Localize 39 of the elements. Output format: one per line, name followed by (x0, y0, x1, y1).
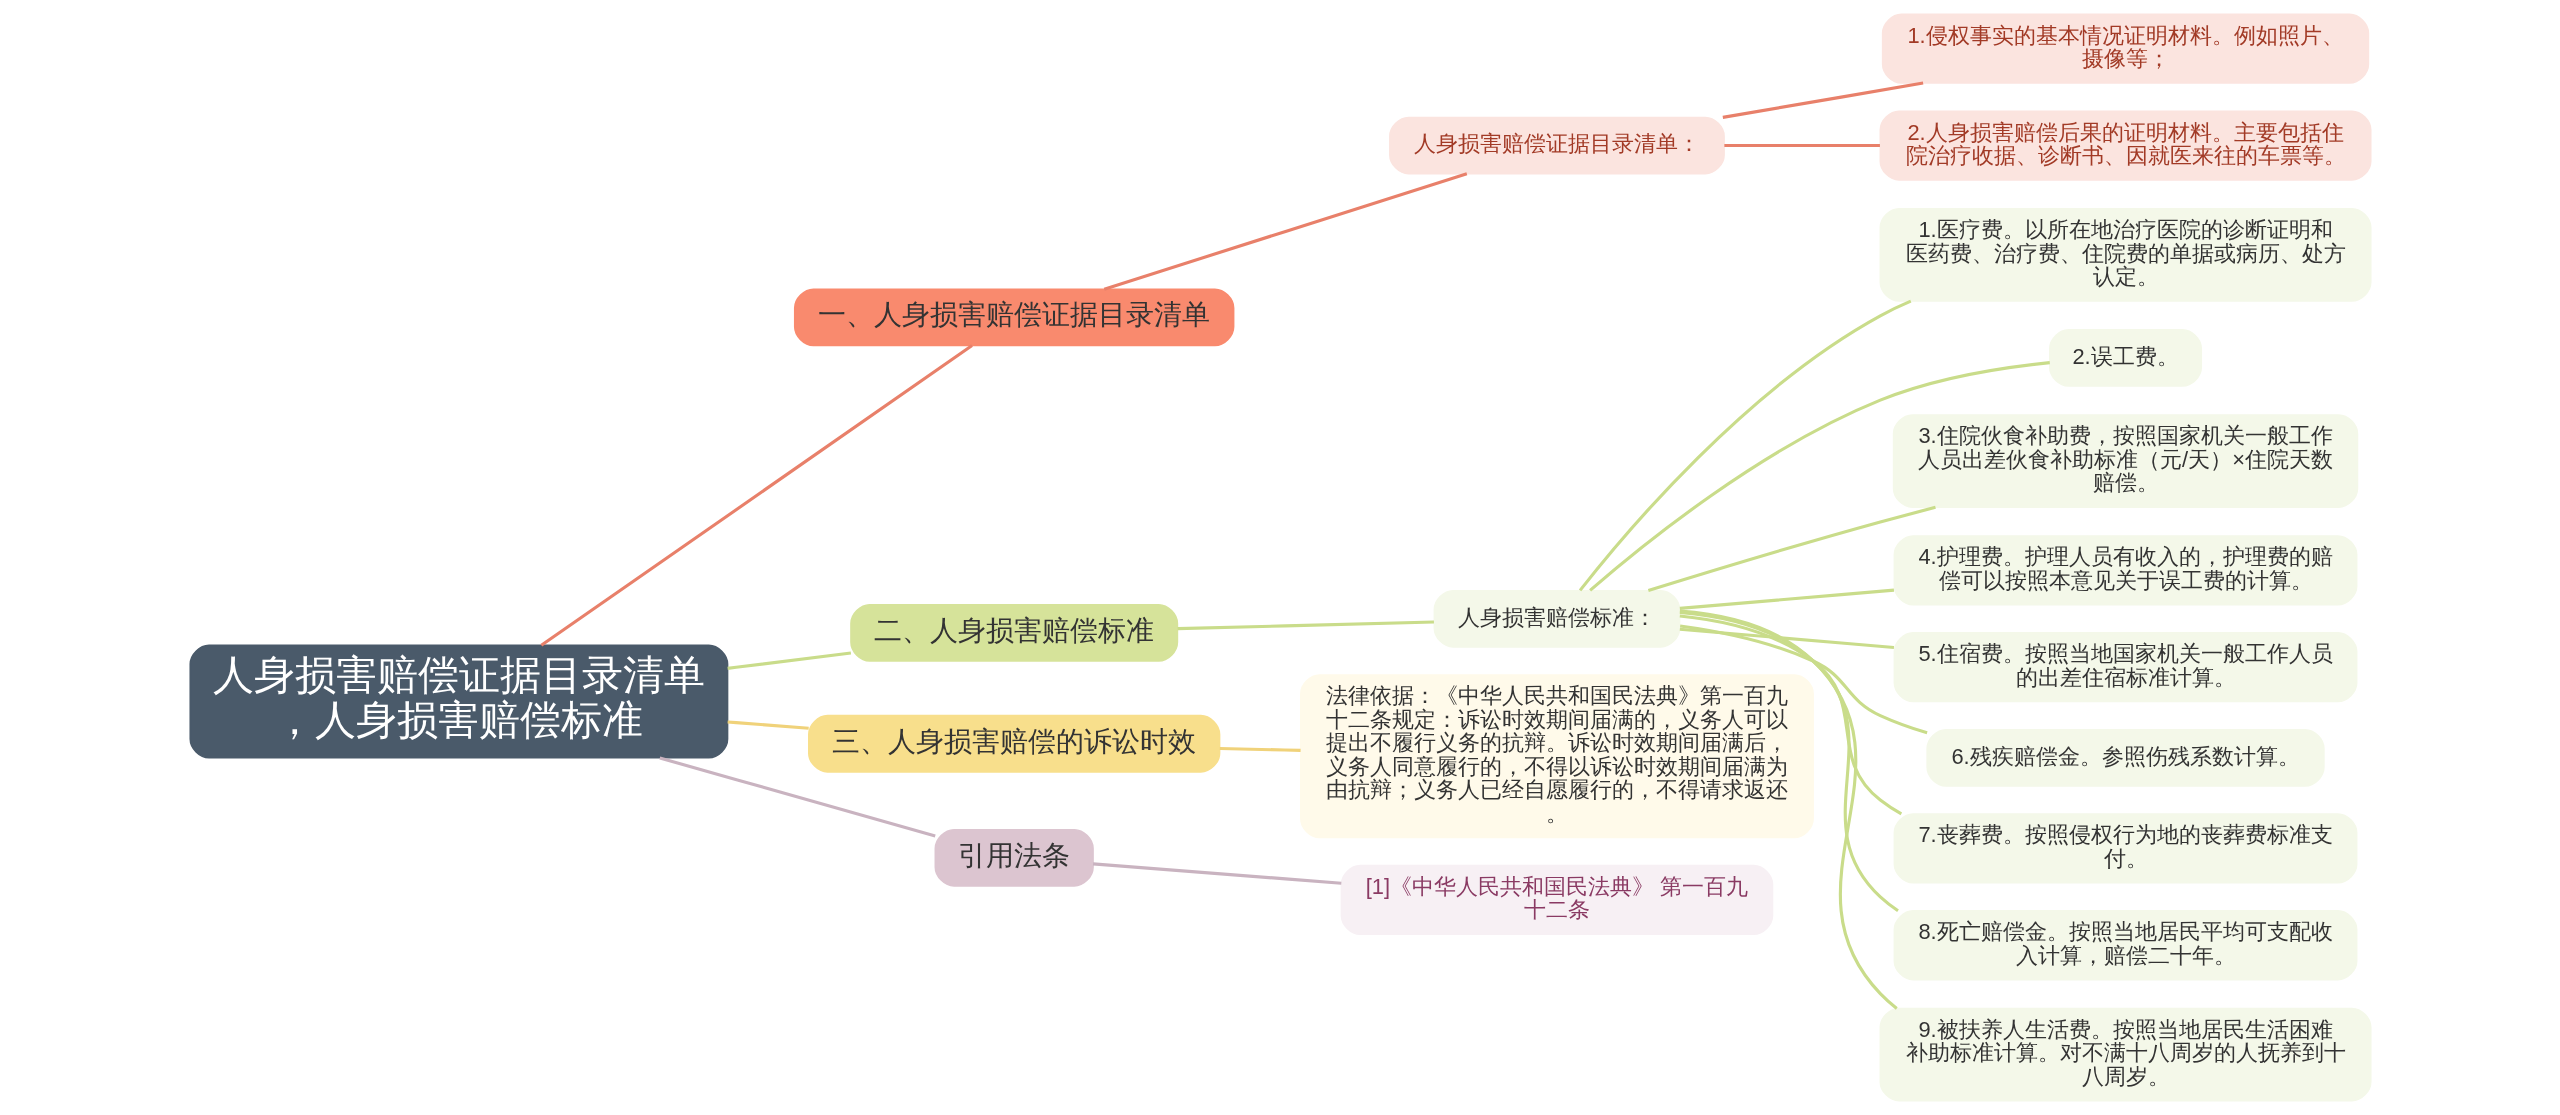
node-box: 引用法条 (934, 828, 1094, 887)
connector (1722, 81, 1923, 119)
connector (1588, 361, 2050, 592)
node-box: 8.死亡赔偿金。按照当地居民平均可支配收入计算，赔偿二十年。 (1893, 910, 2357, 981)
node-box: 2.人身损害赔偿后果的证明材料。主要包括住院治疗收据、诊断书、因就医来往的车票等。 (1879, 110, 2372, 181)
node-box: 人身损害赔偿证据目录清单： (1388, 116, 1725, 175)
node-box: 9.被扶养人生活费。按照当地居民生活困难补助标准计算。对不满十八周岁的人抚养到十八周岁。 (1879, 1007, 2372, 1102)
connector (1679, 624, 1928, 735)
connector (1679, 611, 1899, 913)
connector (726, 651, 851, 670)
node-box: 1.侵权事实的基本情况证明材料。例如照片、摄像等； (1881, 13, 2369, 84)
connector (727, 720, 809, 730)
connector (1723, 143, 1880, 148)
node-box: 人身损害赔偿证据目录清单，人身损害赔偿标准 (188, 644, 728, 759)
connector (1647, 505, 1936, 593)
node-box: 7.丧葬费。按照侵权行为地的丧葬费标准支付。 (1893, 813, 2357, 884)
connector (1219, 746, 1301, 752)
connector (1679, 627, 1894, 650)
node-box: 4.护理费。护理人员有收入的，护理费的赔偿可以按照本意见关于误工费的计算。 (1893, 535, 2357, 606)
node-box: 1.医疗费。以所在地治疗医院的诊断证明和医药费、治疗费、住院费的单据或病历、处方认定。 (1879, 208, 2372, 302)
node-box: 2.误工费。 (2048, 329, 2202, 387)
node-box: 法律依据：《中华人民共和国民法典》第一百九十二条规定：诉讼时效期间届满的，义务人可以提出不履行义务的抗辩。诉讼时效期间届满后，义务人同意履行的，不得以诉讼时效期间届满为由抗辩；义务人已经自愿履行的，不得请求返还。 (1299, 674, 1814, 839)
connector (1578, 299, 1911, 592)
node-box: 三、人身损害赔偿的诉讼时效 (807, 714, 1220, 773)
node-box: 6.残疾赔偿金。参照伤残系数计算。 (1925, 728, 2325, 787)
node-box: 人身损害赔偿标准： (1433, 589, 1680, 648)
node-box: 3.住院伙食补助费，按照国家机关一般工作人员出差伙食补助标准（元/天）×住院天数赔偿。 (1892, 414, 2358, 508)
node-box: 二、人身损害赔偿标准 (849, 603, 1178, 662)
node-box: 5.住宿费。按照当地国家机关一般工作人员的出差住宿标准计算。 (1893, 632, 2357, 703)
node-box: [1]《中华人民共和国民法典》 第一百九十二条 (1340, 864, 1773, 936)
connector (1092, 862, 1341, 885)
connector (1103, 172, 1467, 291)
connector (1679, 588, 1894, 610)
connector (1679, 609, 1898, 1010)
connector (1679, 614, 1902, 816)
node-box: 一、人身损害赔偿证据目录清单 (793, 288, 1234, 347)
connector (1177, 620, 1434, 631)
connector (658, 756, 936, 838)
connector (539, 344, 973, 647)
